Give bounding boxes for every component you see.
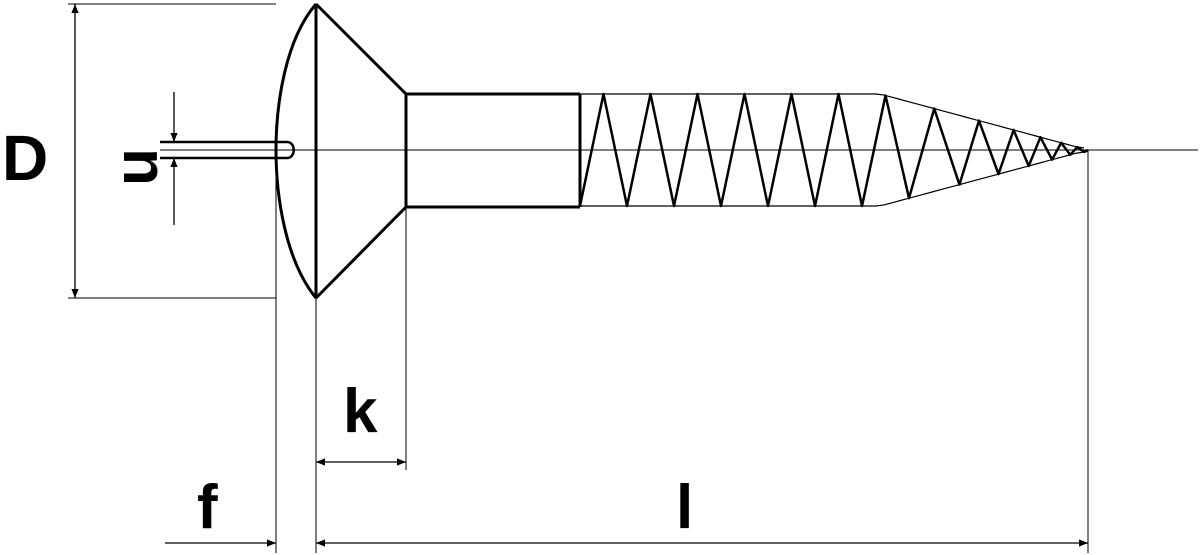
label-k: k [343, 377, 378, 446]
screw-slot [160, 140, 295, 160]
label-n: n [110, 148, 179, 186]
label-f: f [197, 473, 218, 542]
screw-head [274, 2, 408, 300]
label-D: D [2, 122, 48, 194]
thread-helix [578, 92, 1089, 208]
label-l: l [676, 473, 693, 542]
thread-crest-bottom [580, 151, 1085, 207]
screw-shank [404, 92, 582, 209]
thread-crest-top [580, 93, 1085, 149]
extension-lines [68, 3, 1089, 553]
screw-thread [578, 92, 1089, 208]
